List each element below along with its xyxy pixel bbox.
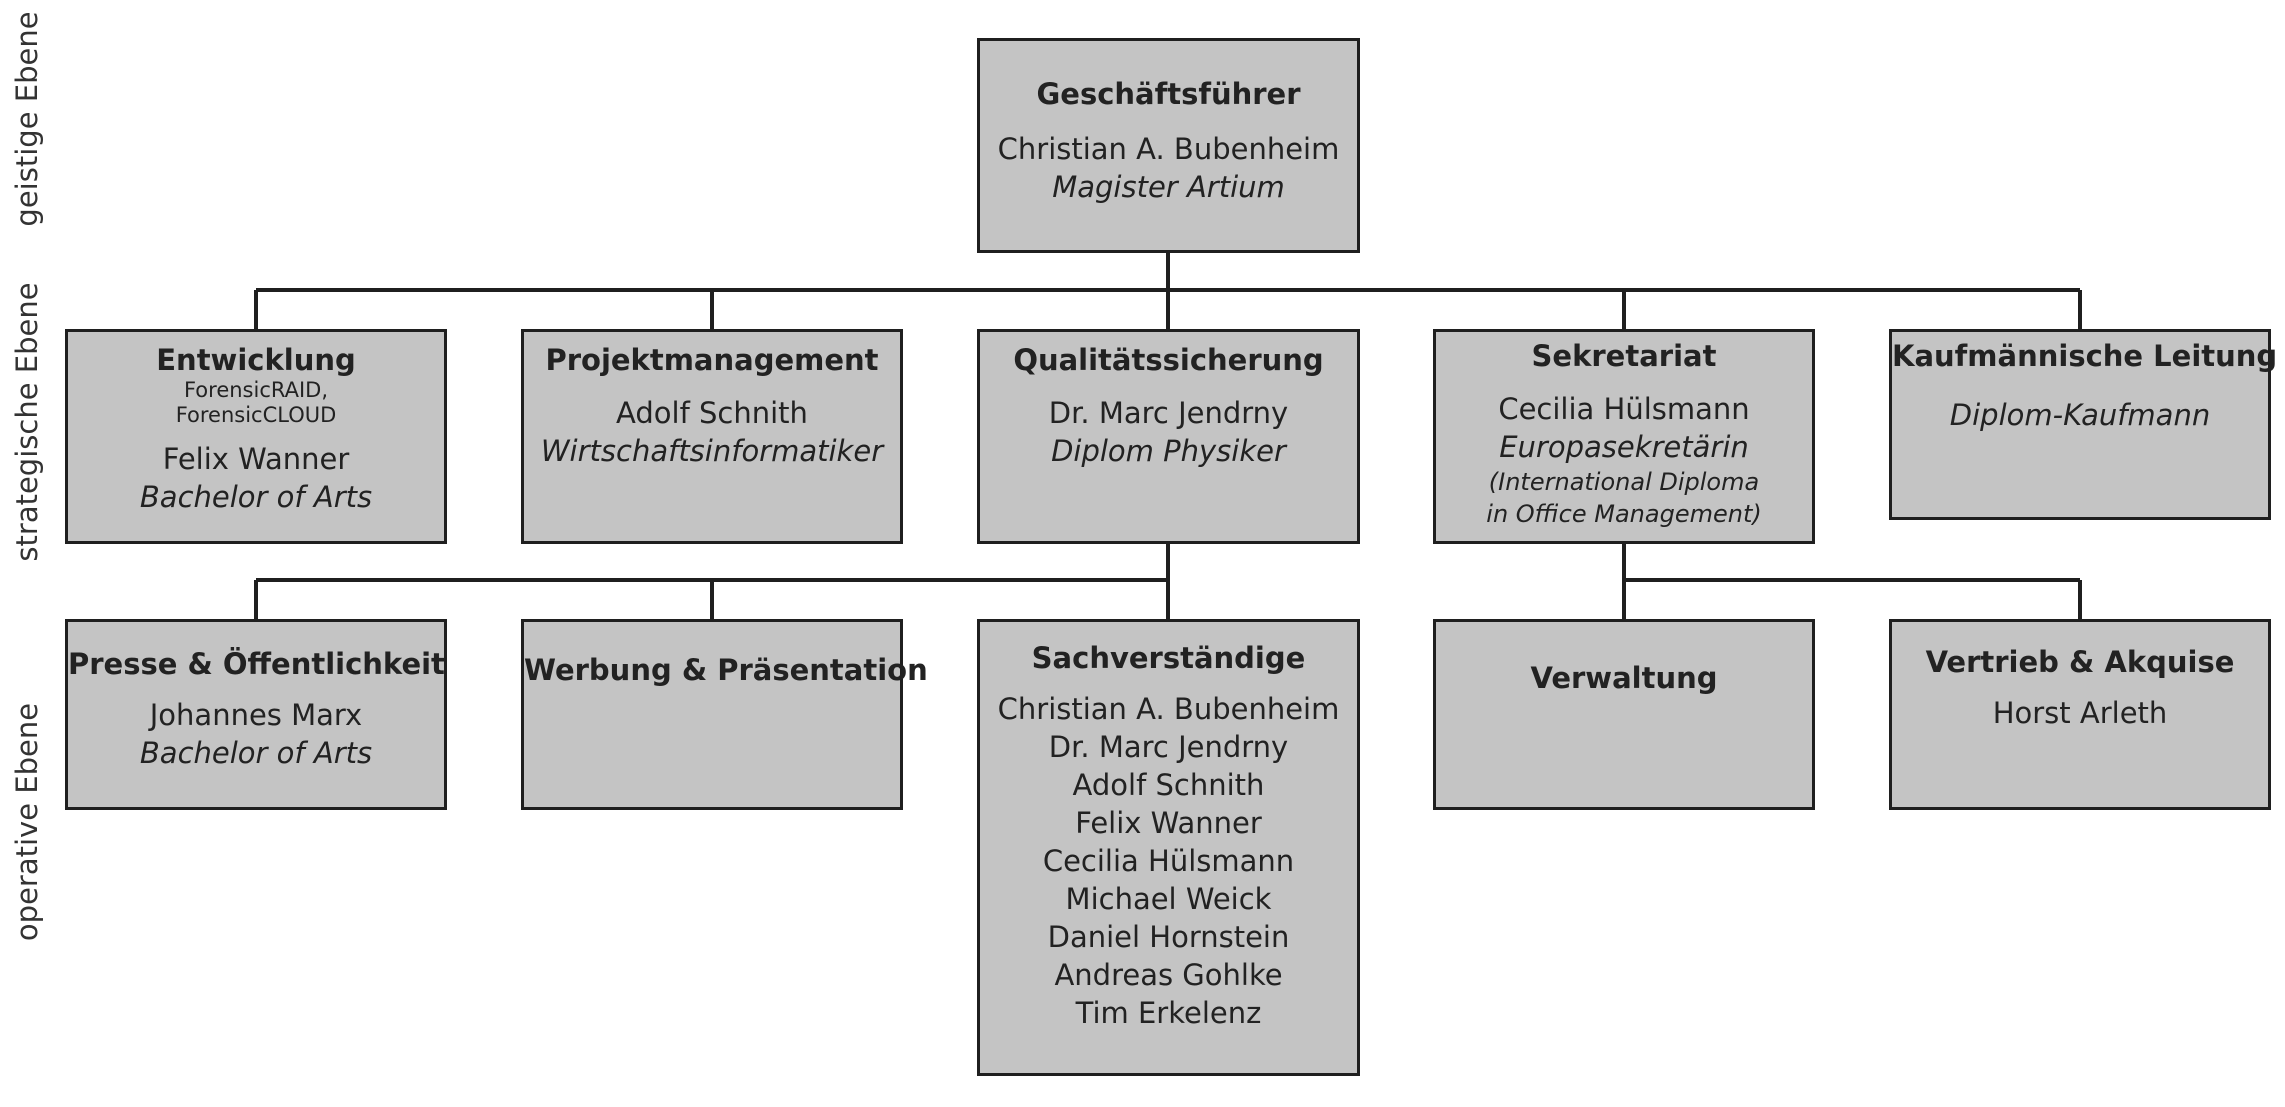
- level-label-operativ: operative Ebene: [10, 702, 44, 942]
- box-title: Vertrieb & Akquise: [1925, 645, 2235, 679]
- person-name: Felix Wanner: [162, 442, 350, 476]
- level-label-geistig: geistige Ebene: [10, 11, 44, 227]
- box-qualitaetssicherung: Qualitätssicherung Dr. Marc Jendrny Dipl…: [977, 329, 1360, 544]
- degree-note: in Office Management): [1486, 500, 1762, 528]
- degree-note: (International Diploma: [1488, 468, 1760, 496]
- person-name: Horst Arleth: [1992, 696, 2168, 730]
- person-degree: Bachelor of Arts: [139, 480, 373, 514]
- member-name: Felix Wanner: [1075, 806, 1262, 840]
- box-title: Werbung & Präsentation: [524, 653, 928, 687]
- member-name: Daniel Hornstein: [1047, 920, 1290, 954]
- member-name: Cecilia Hülsmann: [1042, 844, 1295, 878]
- member-name: Andreas Gohlke: [1054, 958, 1283, 992]
- box-title: Qualitätssicherung: [1013, 343, 1324, 377]
- box-werbung: Werbung & Präsentation: [521, 619, 928, 810]
- box-title: Sachverständige: [1031, 641, 1306, 675]
- person-name: Cecilia Hülsmann: [1498, 392, 1750, 426]
- box-verwaltung: Verwaltung: [1433, 619, 1815, 810]
- person-name: Christian A. Bubenheim: [997, 132, 1340, 166]
- person-degree: Europasekretärin: [1499, 430, 1749, 464]
- box-geschaeftsfuehrer: Geschäftsführer Christian A. Bubenheim M…: [977, 38, 1360, 253]
- member-name: Adolf Schnith: [1072, 768, 1265, 802]
- box-vertrieb: Vertrieb & Akquise Horst Arleth: [1889, 619, 2271, 810]
- member-name: Michael Weick: [1065, 882, 1272, 916]
- person-name: Dr. Marc Jendrny: [1048, 396, 1289, 430]
- person-degree: Bachelor of Arts: [139, 736, 373, 770]
- person-degree: Magister Artium: [1052, 170, 1285, 204]
- person-name: Adolf Schnith: [616, 396, 808, 430]
- member-name: Dr. Marc Jendrny: [1048, 730, 1289, 764]
- box-title: Kaufmännische Leitung: [1892, 339, 2278, 373]
- box-title: Geschäftsführer: [1036, 77, 1301, 111]
- product-name: ForensicCLOUD: [175, 403, 337, 427]
- member-name: Tim Erkelenz: [1075, 996, 1262, 1030]
- person-degree: Wirtschaftsinformatiker: [540, 434, 884, 468]
- box-title: Projektmanagement: [545, 343, 879, 377]
- box-presse: Presse & Öffentlichkeit Johannes Marx Ba…: [65, 619, 447, 810]
- box-title: Sekretariat: [1531, 339, 1717, 373]
- person-degree: Diplom Physiker: [1051, 434, 1286, 468]
- box-entwicklung: Entwicklung ForensicRAID, ForensicCLOUD …: [65, 329, 447, 544]
- box-sachverstaendige: Sachverständige Christian A. Bubenheim D…: [977, 619, 1360, 1076]
- box-kaufmaennische-leitung: Kaufmännische Leitung Diplom-Kaufmann: [1889, 329, 2278, 520]
- product-name: ForensicRAID,: [183, 378, 329, 402]
- member-name: Christian A. Bubenheim: [997, 692, 1340, 726]
- person-name: Johannes Marx: [149, 698, 363, 732]
- box-title: Presse & Öffentlichkeit: [68, 647, 445, 681]
- level-label-strategisch: strategische Ebene: [10, 282, 44, 562]
- person-degree: Diplom-Kaufmann: [1949, 398, 2211, 432]
- box-sekretariat: Sekretariat Cecilia Hülsmann Europasekre…: [1433, 329, 1815, 544]
- box-title: Entwicklung: [156, 343, 356, 377]
- box-title: Verwaltung: [1530, 661, 1718, 695]
- box-projektmanagement: Projektmanagement Adolf Schnith Wirtscha…: [521, 329, 903, 544]
